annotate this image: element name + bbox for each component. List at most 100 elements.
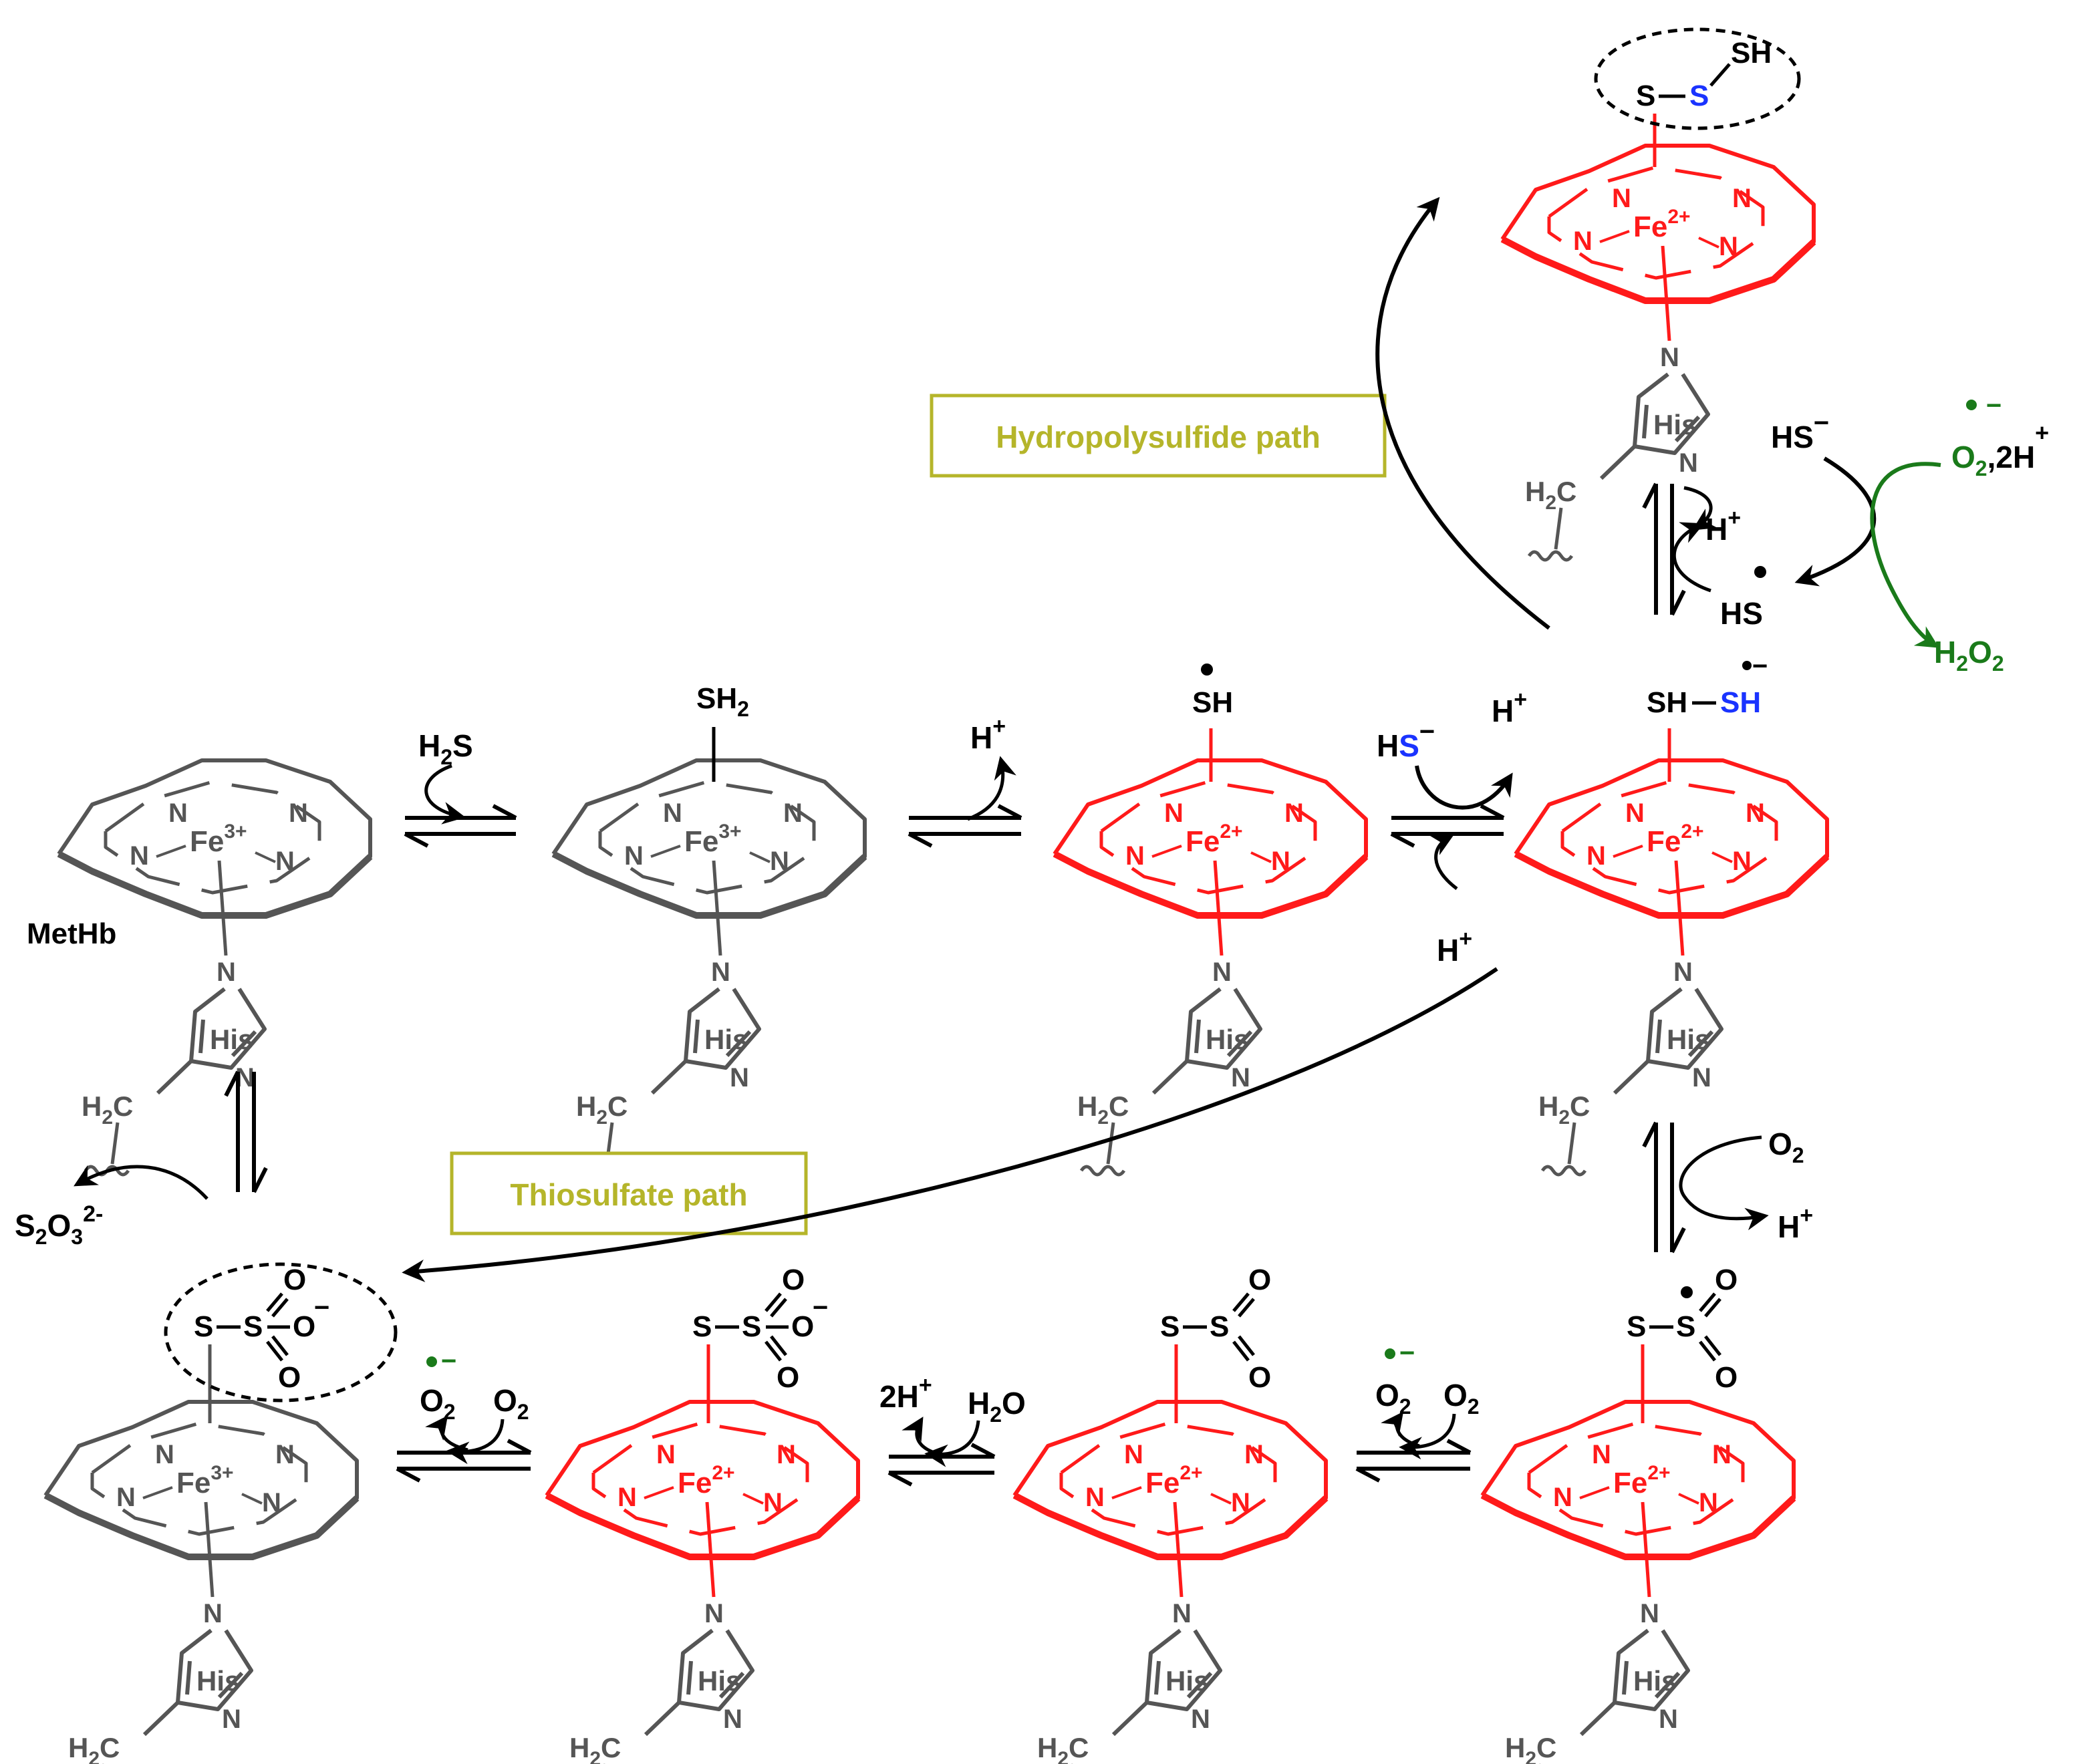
iron-atom: Fe2+: [1145, 1462, 1203, 1499]
histidine-label: His: [210, 1024, 253, 1055]
imidazole-nitrogen: N: [1679, 448, 1698, 478]
nitrogen-atom: N: [1732, 184, 1752, 213]
nitrogen-atom: N: [1625, 798, 1645, 828]
svg-text:H2O2: H2O2: [1934, 635, 2004, 676]
protein-backbone-squiggle: [1527, 550, 1574, 562]
svg-text:S: S: [1689, 80, 1709, 112]
nitrogen-atom: N: [783, 798, 803, 828]
imidazole-nitrogen: N: [1212, 958, 1232, 987]
svg-text:S: S: [1210, 1310, 1229, 1343]
nitrogen-atom: N: [1573, 227, 1593, 256]
svg-text:O: O: [1248, 1361, 1271, 1394]
ligand-thiosulfate-fe3: S S O O − O: [164, 1262, 398, 1423]
histidine-label: His: [704, 1024, 748, 1055]
nitrogen-atom: N: [624, 841, 644, 871]
nitrogen-atom: N: [130, 841, 149, 871]
svg-text:O: O: [782, 1264, 805, 1296]
nitrogen-atom: N: [1553, 1483, 1572, 1512]
svg-text:−: −: [1986, 391, 2001, 420]
equilibrium-arrow-right-bottom-vertical: O2 H+: [1642, 1121, 1813, 1254]
svg-text:O: O: [791, 1310, 814, 1343]
imidazole-nitrogen: N: [1640, 1599, 1659, 1628]
radical-dot: [1385, 1348, 1395, 1359]
svg-text:S: S: [1160, 1310, 1180, 1343]
protein-backbone-squiggle: [1540, 1165, 1587, 1177]
equilibrium-arrow-right-top-vertical: H+ HS: [1642, 482, 1766, 631]
radical-dot: [1966, 400, 1977, 410]
svg-text:−: −: [1399, 1338, 1415, 1368]
svg-text:S2O32-: S2O32-: [15, 1201, 103, 1249]
imidazole-nitrogen: N: [1191, 1705, 1210, 1734]
imidazole-nitrogen: N: [1673, 958, 1693, 987]
ligand-sulfur-dioxide: S S O O: [1160, 1264, 1271, 1423]
svg-text:S: S: [1676, 1310, 1695, 1343]
ligand-sulfur-dioxide-radical: S S O O: [1627, 1264, 1738, 1423]
histidine-label: His: [1206, 1024, 1249, 1055]
svg-text:SH: SH: [1192, 686, 1233, 719]
histidine-label: His: [1667, 1024, 1710, 1055]
svg-text:O: O: [283, 1264, 306, 1296]
svg-text:O2: O2: [1375, 1378, 1411, 1419]
equilibrium-arrow-bottom-a: − O2 O2: [396, 1346, 532, 1483]
radical-dot: [1742, 661, 1752, 670]
histidine-label: His: [1633, 1665, 1677, 1697]
ligand-sh-radical: SH: [1192, 664, 1233, 782]
nitrogen-atom: N: [1284, 798, 1304, 828]
imidazole-nitrogen: N: [203, 1599, 223, 1628]
dashed-highlight: [164, 1262, 398, 1403]
svg-text:H2S: H2S: [418, 728, 473, 769]
svg-text:O2: O2: [1768, 1127, 1804, 1167]
imidazole-nitrogen: N: [1231, 1063, 1250, 1092]
methylene-label: H2C: [68, 1732, 120, 1764]
ligand-sh2: SH2: [696, 682, 749, 782]
methylene-label: H2C: [82, 1090, 133, 1129]
nitrogen-atom: N: [1244, 1440, 1264, 1469]
svg-text:O: O: [1715, 1264, 1738, 1296]
svg-text:Hydropolysulfide path: Hydropolysulfide path: [996, 420, 1321, 454]
svg-text:−: −: [441, 1346, 456, 1376]
svg-text:SH: SH: [1647, 686, 1687, 719]
svg-text:S: S: [742, 1310, 761, 1343]
ligand-hydropolysulfide: S S SH: [1594, 27, 1801, 167]
iron-atom: Fe3+: [176, 1462, 234, 1499]
ligand-thiosulfate-fe2: S S O O − O: [692, 1264, 828, 1423]
svg-text:O2: O2: [493, 1383, 529, 1424]
methylene-label: H2C: [569, 1732, 621, 1764]
svg-text:S: S: [194, 1310, 213, 1343]
hydropolysulfide-path-box: Hydropolysulfide path: [930, 394, 1387, 478]
imidazole-nitrogen: N: [711, 958, 730, 987]
svg-text:H+: H+: [970, 714, 1006, 755]
radical-dot: [1201, 664, 1213, 676]
iron-atom: Fe3+: [190, 821, 247, 858]
nitrogen-atom: N: [262, 1488, 281, 1517]
nitrogen-atom: N: [1231, 1488, 1250, 1517]
svg-text:H+: H+: [1492, 687, 1527, 728]
dashed-highlight: [1594, 27, 1801, 130]
histidine-label: His: [196, 1665, 240, 1697]
methylene-label: H2C: [1538, 1090, 1590, 1129]
imidazole-nitrogen: N: [222, 1705, 241, 1734]
nitrogen-atom: N: [275, 1440, 295, 1469]
svg-text:O2,2H+: O2,2H+: [1951, 419, 2049, 480]
imidazole-nitrogen: N: [1660, 343, 1679, 372]
nitrogen-atom: N: [1746, 798, 1765, 828]
nitrogen-atom: N: [1712, 1440, 1732, 1469]
svg-text:HS−: HS−: [1377, 717, 1435, 763]
histidine-label: His: [1165, 1665, 1209, 1697]
nitrogen-atom: N: [1719, 232, 1738, 261]
svg-text:H+: H+: [1437, 926, 1472, 968]
nitrogen-atom: N: [1085, 1483, 1105, 1512]
svg-text:O: O: [777, 1361, 799, 1394]
radical-dot: [1681, 1286, 1693, 1298]
iron-atom: Fe2+: [678, 1462, 735, 1499]
nitrogen-atom: N: [663, 798, 682, 828]
svg-text:S: S: [1636, 80, 1655, 112]
svg-text:Thiosulfate path: Thiosulfate path: [510, 1177, 747, 1212]
